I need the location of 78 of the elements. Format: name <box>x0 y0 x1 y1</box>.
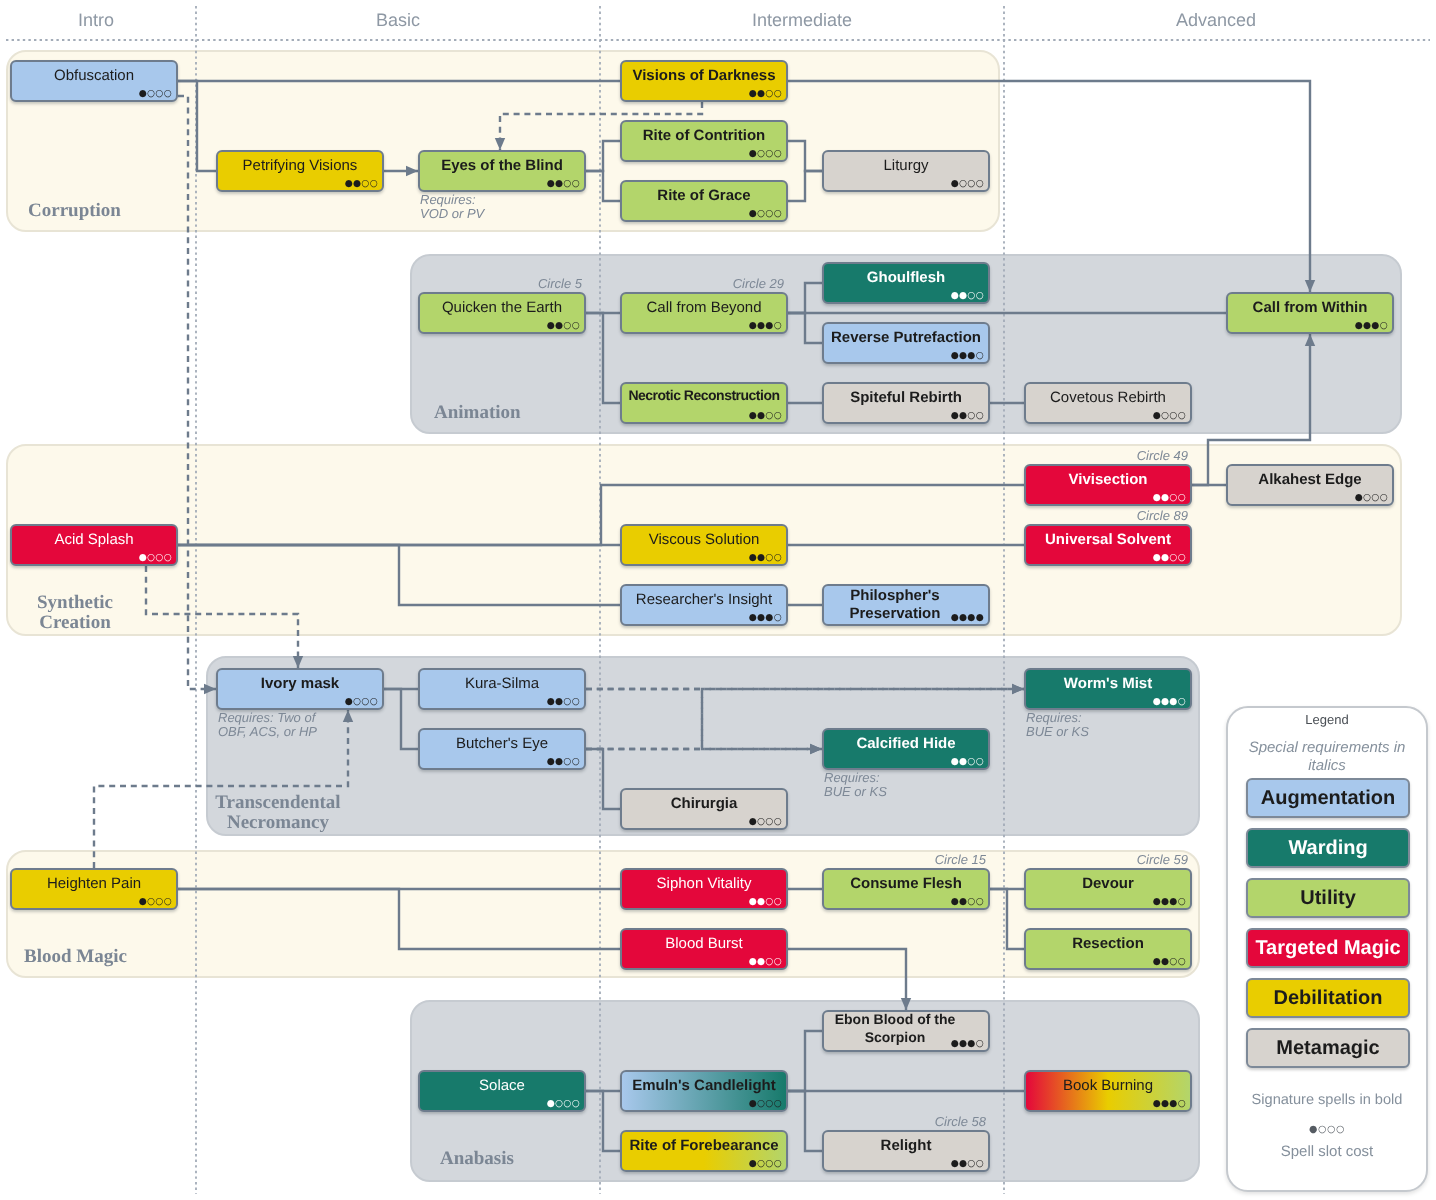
dashed-arrow <box>144 566 304 668</box>
connector-line <box>788 401 822 405</box>
spell-box <box>1226 292 1394 334</box>
dashed-arrow <box>586 687 822 755</box>
spell-box <box>620 788 788 830</box>
spell-box <box>620 120 788 162</box>
spell-box <box>418 668 586 710</box>
spell-box <box>822 322 990 364</box>
connector-line <box>788 887 822 891</box>
connector-line <box>788 169 822 203</box>
category-band <box>206 656 1200 836</box>
spell-box <box>1024 1070 1192 1112</box>
spell-box <box>1226 464 1394 506</box>
legend-key: Augmentation <box>1246 778 1410 818</box>
legend-key: Targeted Magic <box>1246 928 1410 968</box>
column-header: Advanced <box>1175 10 1257 30</box>
spell-box <box>620 180 788 222</box>
connector-line <box>990 887 1024 951</box>
spell-box <box>620 1130 788 1172</box>
category-band <box>6 444 1402 636</box>
spell-box <box>10 60 178 102</box>
spell-box <box>620 928 788 970</box>
band-title: Blood Magic <box>24 948 127 968</box>
spell-box <box>822 584 990 626</box>
connector-line <box>788 603 822 607</box>
connector-line <box>990 401 1024 405</box>
spell-box <box>1024 928 1192 970</box>
spell-box <box>620 60 788 102</box>
band-title: Animation <box>434 404 521 424</box>
spell-box <box>620 524 788 566</box>
spell-box <box>822 262 990 304</box>
spell-box <box>822 1010 990 1052</box>
spell-box <box>216 150 384 192</box>
arrow <box>384 165 418 177</box>
spell-box <box>10 524 178 566</box>
legend-key: Warding <box>1246 828 1410 868</box>
spell-box <box>418 1070 586 1112</box>
band-title: Synthetic Creation <box>35 594 115 634</box>
dashed-arrow <box>494 102 704 150</box>
dashed-arrow <box>92 710 354 868</box>
connector-line <box>788 311 1226 315</box>
connector-line <box>586 1089 620 1153</box>
legend-key: Debilitation <box>1246 978 1410 1018</box>
legend-key: Metamagic <box>1246 1028 1410 1068</box>
connector-line <box>586 311 620 405</box>
spell-box <box>620 868 788 910</box>
band-title: Corruption <box>28 202 121 222</box>
connector-line <box>788 543 1024 547</box>
category-band <box>410 1000 1200 1182</box>
dashed-arrow <box>178 94 216 695</box>
category-band <box>6 850 1200 978</box>
column-header: Intermediate <box>751 10 853 30</box>
connector-line <box>788 1089 822 1153</box>
spell-box <box>620 382 788 424</box>
connector-line <box>1192 483 1226 487</box>
spell-box <box>1024 382 1192 424</box>
connector-line <box>384 687 418 751</box>
arrow <box>788 947 912 1010</box>
connector-line <box>178 79 216 173</box>
spell-box <box>620 584 788 626</box>
legend-key: Utility <box>1246 878 1410 918</box>
column-header: Basic <box>376 10 420 30</box>
connector-line <box>178 887 620 951</box>
spell-box <box>620 1070 788 1112</box>
spell-box <box>10 868 178 910</box>
band-title: Transcendental Necromancy <box>213 794 343 834</box>
spell-box <box>418 728 586 770</box>
spell-box <box>822 382 990 424</box>
arrow <box>788 79 1316 292</box>
column-header: Intro <box>78 10 114 30</box>
connector-line <box>586 747 620 811</box>
category-band <box>410 254 1402 434</box>
dashed-arrow <box>586 743 822 755</box>
connector-line <box>586 169 620 203</box>
spell-box <box>822 150 990 192</box>
category-band <box>6 50 1000 232</box>
band-title: Anabasis <box>440 1150 514 1170</box>
connector-line <box>178 543 620 607</box>
